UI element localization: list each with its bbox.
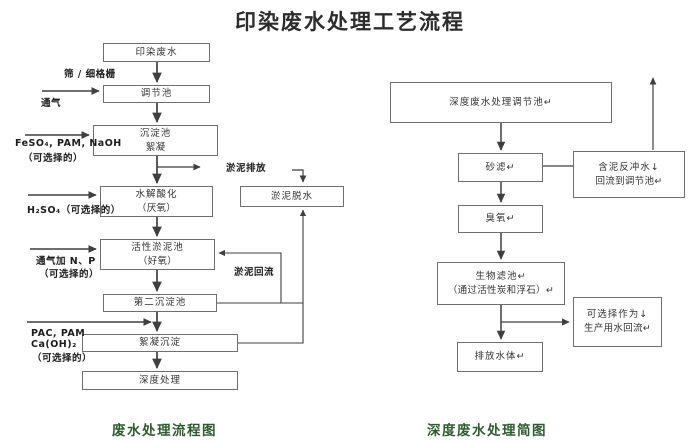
label-sludge-return: 淤泥回流 (234, 267, 275, 278)
node-secondary-label: 第二沉淀池 (133, 297, 187, 309)
page-title: 印染废水处理工艺流程 (235, 10, 465, 34)
node-regulating-label: 调节池 (140, 88, 173, 100)
node-reuse-line2: 生产用水回流↵ (583, 323, 652, 334)
node-hydrolysis: 水解酸化 （厌氧） (100, 186, 213, 217)
node-backwash-line1: 含泥反冲水↓ (598, 161, 660, 173)
node-flocculation-label: 絮凝沉淀 (138, 337, 181, 349)
node-biofilter-line1: 生物滤池↵ (475, 270, 527, 282)
node-discharge: 排放水体↵ (457, 342, 543, 372)
node-sedimentation-tank: 沉淀池 絮凝 (93, 125, 218, 156)
node-activated-sludge: 活性淤泥池 （好氧） (100, 239, 215, 270)
node-sedimentation-line1: 沉淀池 (139, 127, 172, 139)
node-hydrolysis-line1: 水解酸化 (135, 188, 178, 200)
node-biofilter-line2: （通过活性炭和浮石）↵ (447, 284, 555, 296)
node-flocculation: 絮凝沉淀 (82, 334, 238, 352)
label-screen: 筛 / 细格栅 (64, 69, 116, 80)
node-ozone-label: 臭氧↵ (485, 213, 516, 225)
label-h2so4: H₂SO₄（可选择的） (27, 205, 121, 216)
label-np-line2: （可选择的） (39, 269, 100, 280)
node-influent: 印染废水 (103, 43, 210, 62)
node-influent-label: 印染废水 (135, 46, 178, 58)
caption-right-chart: 深度废水处理简图 (427, 423, 547, 439)
node-sand-filter-label: 砂滤↵ (485, 161, 516, 173)
node-biofilter: 生物滤池↵ （通过活性炭和浮石）↵ (437, 262, 565, 305)
node-discharge-label: 排放水体↵ (474, 351, 526, 363)
node-regulating-tank: 调节池 (103, 85, 210, 103)
caption-left-chart: 废水处理流程图 (112, 423, 217, 439)
node-reuse: 可选择作为↓ 生产用水回流↵ (573, 297, 662, 347)
label-aeration: 通气 (41, 98, 62, 109)
node-ozone: 臭氧↵ (458, 205, 543, 233)
node-dewatering-label: 淤泥脱水 (270, 190, 313, 202)
node-secondary-sedimentation: 第二沉淀池 (103, 294, 217, 312)
node-deep-regulating-tank: 深度废水处理调节池↵ (390, 82, 612, 123)
label-pac-line2: Ca(OH)₂ (31, 339, 77, 350)
label-feso4-line1: FeSO₄, PAM, NaOH (15, 138, 122, 149)
node-sand-filter: 砂滤↵ (458, 153, 543, 182)
node-backwash: 含泥反冲水↓ 回流到调节池↵ (573, 151, 685, 198)
node-reuse-line1: 可选择作为↓ (586, 309, 649, 321)
node-backwash-line2: 回流到调节池↵ (595, 175, 663, 187)
label-pac-line3: （可选择的） (32, 353, 93, 364)
node-advanced-treatment: 深度处理 (82, 371, 238, 390)
label-sludge-discharge: 淤泥排放 (226, 163, 267, 174)
node-hydrolysis-line2: （厌氧） (136, 202, 177, 214)
node-sedimentation-line2: 絮凝 (145, 141, 166, 153)
node-activated-line1: 活性淤泥池 (131, 241, 184, 253)
label-pac-line1: PAC, PAM (31, 328, 86, 339)
node-sludge-dewatering: 淤泥脱水 (240, 186, 344, 207)
label-feso4-line2: （可选择的） (23, 153, 84, 164)
node-deep-regulating-label: 深度废水处理调节池↵ (449, 96, 553, 108)
node-activated-line2: （好氧） (137, 255, 178, 267)
node-advanced-label: 深度处理 (138, 374, 181, 386)
label-np-line1: 通气加 N、P (36, 256, 96, 267)
